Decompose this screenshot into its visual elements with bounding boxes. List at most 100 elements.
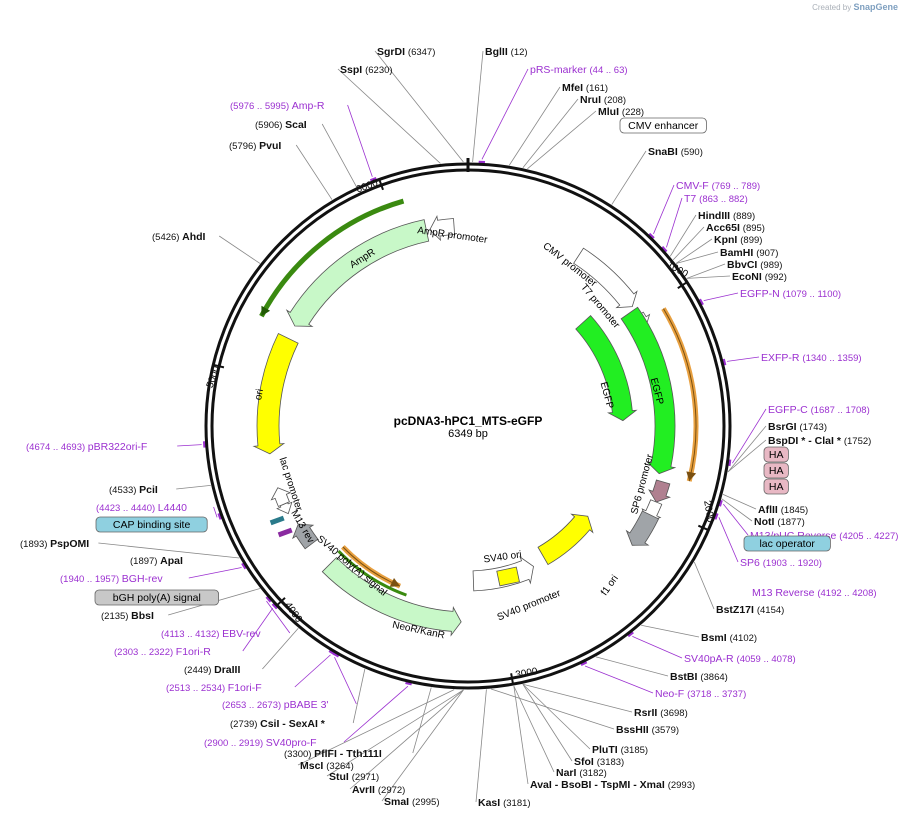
site-position: (3579) — [652, 725, 679, 736]
leader-line — [686, 275, 731, 279]
leader-line — [98, 542, 240, 559]
site-name: BstZ17I — [716, 604, 757, 616]
site-sgrdi-0: SgrDI (6347) — [377, 46, 435, 58]
feature-box-label: HA — [769, 465, 784, 477]
site-position: (1340 .. 1359) — [802, 353, 861, 364]
site-position: (5426) — [152, 232, 182, 243]
site-name: SP6 — [740, 557, 763, 569]
leader-line — [522, 684, 573, 762]
leader-line — [218, 235, 261, 264]
site-pflfi-tth111i-58: (3300) PflFI - Tth111I — [284, 748, 382, 760]
site-name: pBABE 3' — [284, 699, 329, 711]
enzyme-label: BbvCI (989) — [727, 259, 782, 271]
site-kpni-16: KpnI (899) — [714, 234, 762, 246]
enzyme-label: SmaI (2995) — [384, 796, 439, 808]
feature-egfp — [575, 315, 638, 422]
site-bgh-rev-40: (1940 .. 1957) BGH-rev — [60, 573, 163, 585]
site-name: BspDI * - ClaI * — [768, 435, 844, 447]
site-position: (4059 .. 4078) — [737, 654, 796, 665]
site-lac-operator-38: lac operator — [743, 535, 831, 552]
site-exfp-r-22: EXFP-R (1340 .. 1359) — [761, 352, 862, 364]
feature-sv40-ori — [496, 566, 520, 587]
site-avrii-63: AvrII (2972) — [352, 784, 405, 796]
site-name: MluI — [598, 106, 622, 118]
site-name: PvuI — [259, 140, 281, 152]
leader-line — [595, 656, 669, 677]
leader-line — [374, 50, 464, 163]
site-aflii-32: AflII (1845) — [758, 504, 808, 516]
primer-site-mark — [332, 651, 340, 658]
orf-arc-green — [259, 198, 405, 318]
leader-line — [349, 689, 464, 790]
feature-box — [763, 462, 789, 479]
feature-box — [763, 446, 789, 463]
site-position: (2971) — [352, 772, 379, 783]
enzyme-label: BsrGI (1743) — [768, 421, 827, 433]
site-position: (4113 .. 4132) — [161, 629, 222, 640]
site-sv40pro-f-57: (2900 .. 2919) SV40pro-F — [204, 737, 317, 749]
site-position: (863 .. 882) — [699, 194, 748, 205]
site-position: (1687 .. 1708) — [811, 405, 870, 416]
site-position: (1877) — [777, 517, 804, 528]
primer-label: CMV-F (769 .. 789) — [676, 180, 760, 192]
site-name: NarI — [556, 767, 579, 779]
leader-line — [527, 110, 597, 170]
primer-site-mark — [660, 246, 668, 253]
primer-site-mark — [721, 358, 727, 366]
site-name: BbsI — [131, 610, 154, 622]
site-name: SspI — [340, 64, 365, 76]
site-name: CMV-F — [676, 180, 712, 192]
site-f1ori-f-51: (2513 .. 2534) F1ori-F — [166, 682, 262, 694]
leader-line — [297, 689, 455, 766]
site-bstz17i-43: BstZ17I (4154) — [716, 604, 784, 616]
site-sp6-39: SP6 (1903 .. 1920) — [740, 557, 822, 569]
leader-line — [693, 561, 715, 610]
site-name: BsrGI — [768, 421, 800, 433]
snapgene-logo: SnapGene — [853, 2, 898, 12]
site-name: SV40pA-R — [684, 653, 737, 665]
site-hindiii-14: HindIII (889) — [698, 210, 755, 222]
enzyme-label: HindIII (889) — [698, 210, 755, 222]
leader-line — [641, 624, 700, 638]
primer-site-mark — [627, 630, 634, 638]
primer-label: (2303 .. 2322) F1ori-R — [114, 646, 211, 658]
site-position: (161) — [586, 83, 608, 94]
leader-line — [262, 627, 299, 670]
site-name: KpnI — [714, 234, 740, 246]
site-name: PciI — [139, 484, 158, 496]
site-position: (3718 .. 3737) — [687, 689, 746, 700]
site-name: PflFI - Tth111I — [314, 748, 382, 760]
primer-label: (1940 .. 1957) BGH-rev — [60, 573, 163, 585]
enzyme-label: (1893) PspOMI — [20, 538, 89, 550]
primer-site-mark — [727, 459, 732, 467]
site-position: (2653 .. 2673) — [222, 700, 284, 711]
site-name: F1ori-R — [176, 646, 211, 658]
leader-line — [481, 68, 529, 160]
site-position: (1893) — [20, 539, 50, 550]
site-position: (5906) — [255, 120, 285, 131]
site-position: (2513 .. 2534) — [166, 683, 228, 694]
site-name: SgrDI — [377, 46, 408, 58]
leader-line — [242, 607, 274, 652]
site-position: (992) — [765, 272, 787, 283]
site-sfoi-62: SfoI (3183) — [574, 756, 624, 768]
feature-arrowhead — [261, 305, 271, 317]
leader-line — [513, 685, 555, 773]
feature-box — [619, 117, 707, 134]
site-position: (2993) — [668, 780, 695, 791]
feature-sv40-poly-a-signal — [292, 523, 319, 550]
site-pvui-11: (5796) PvuI — [229, 140, 281, 152]
site-name: Acc65I — [706, 222, 743, 234]
enzyme-label: BspDI * - ClaI * (1752) — [768, 435, 871, 447]
feature-label-f1-ori: f1 ori — [599, 573, 621, 598]
enzyme-label: MfeI (161) — [562, 82, 608, 94]
site-avai-bsobi-tspmi-xmai-65: AvaI - BsoBI - TspMI - XmaI (2993) — [530, 779, 695, 791]
site-position: (899) — [740, 235, 762, 246]
leader-line — [632, 636, 683, 659]
leader-line — [334, 657, 357, 705]
site-position: (4192 .. 4208) — [817, 588, 876, 599]
site-position: (1940 .. 1957) — [60, 574, 122, 585]
site-name: ScaI — [285, 119, 307, 131]
site-kasi-67: KasI (3181) — [478, 797, 531, 809]
feature-box-label: CAP binding site — [113, 519, 191, 531]
